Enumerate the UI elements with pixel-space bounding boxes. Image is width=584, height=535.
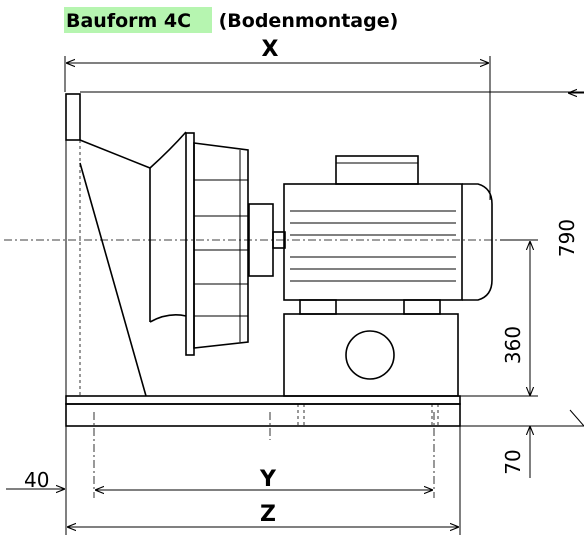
motor-pedestal xyxy=(283,313,459,397)
impeller-housing xyxy=(185,132,195,356)
shaft-coupling xyxy=(272,231,286,249)
base-frame xyxy=(65,403,461,427)
inlet-cone xyxy=(79,139,151,397)
title-model: Bauform 4C xyxy=(66,10,191,32)
dimension-z-label: Z xyxy=(260,502,276,527)
motor-body xyxy=(283,183,463,301)
motor-end-cap xyxy=(462,183,493,301)
dimension-x-label: X xyxy=(262,37,279,62)
dimension-y-label: Y xyxy=(259,467,277,492)
inlet-flange xyxy=(65,93,81,141)
motor-foot-left xyxy=(299,299,337,315)
inlet-bell xyxy=(149,131,187,323)
dimension-40-label: 40 xyxy=(24,468,49,492)
motor-terminal-box xyxy=(335,155,419,185)
dimension-360-label: 360 xyxy=(501,326,525,364)
dimension-70-tick xyxy=(569,409,584,427)
title-highlight xyxy=(64,7,212,33)
dimension-70-label: 70 xyxy=(501,449,525,474)
title-mounting: (Bodenmontage) xyxy=(212,10,398,32)
base-frame-top xyxy=(65,395,461,405)
dimension-790-label: 790 xyxy=(555,219,579,257)
pedestal-opening xyxy=(345,330,395,380)
motor-foot-right xyxy=(403,299,441,315)
impeller-blades xyxy=(193,142,249,349)
